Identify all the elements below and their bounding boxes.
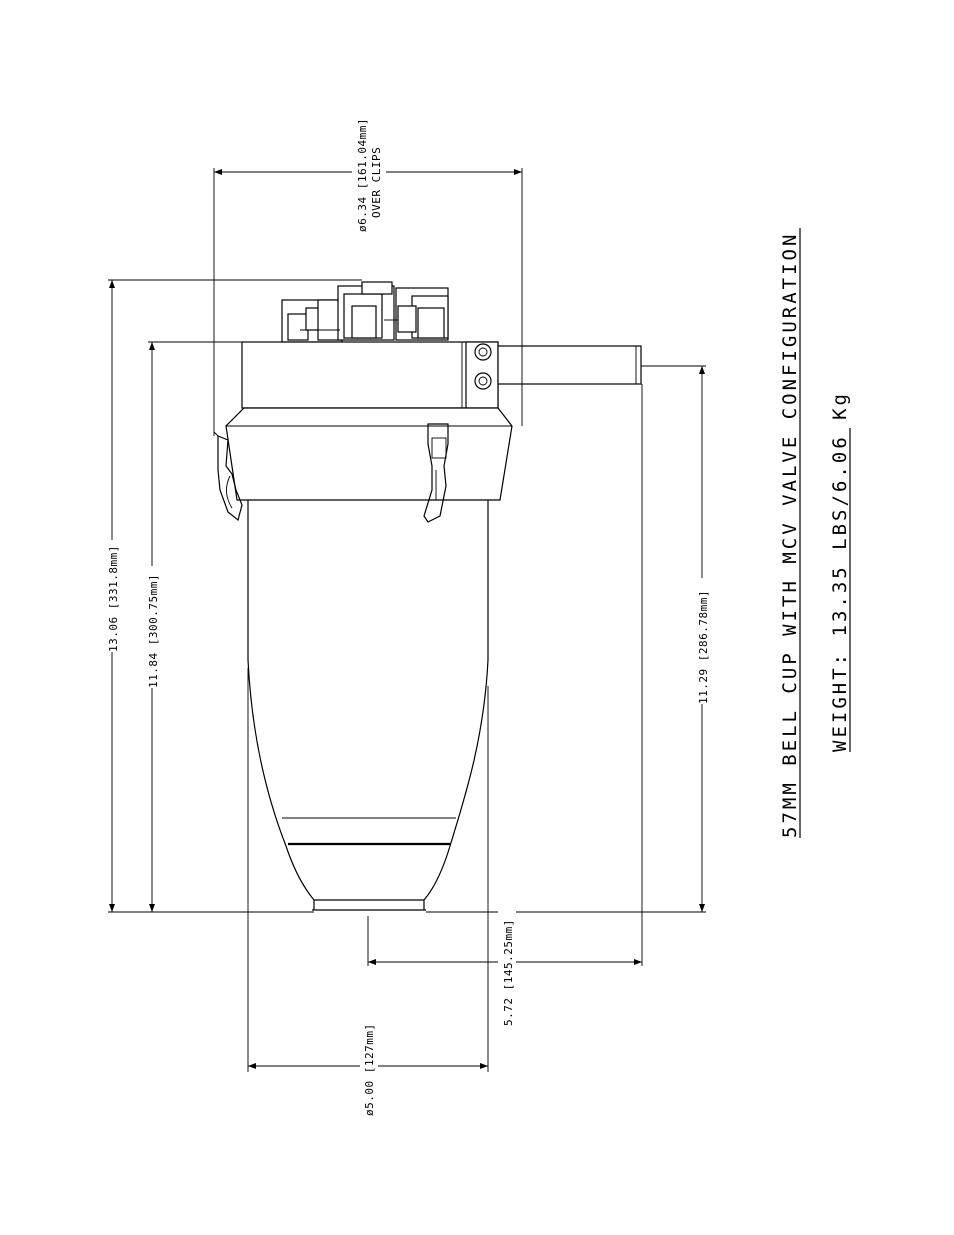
bell-cup-body: [248, 500, 488, 900]
dim-height-right: 11.29 [286.78mm]: [697, 590, 710, 704]
nozzle-tip: [312, 900, 426, 910]
title-block: 57MM BELL CUP WITH MCV VALVE CONFIGURATI…: [779, 228, 851, 838]
dim-offset: 5.72 [145.25mm]: [502, 919, 515, 1026]
dim-over-clips-note: OVER CLIPS: [370, 147, 383, 218]
dim-diameter: ø5.00 [127mm]: [363, 1023, 376, 1116]
dim-height-overall: 13.06 [331.8mm]: [107, 545, 120, 652]
mcv-valve-fittings: [282, 282, 448, 342]
part-outline: [214, 282, 641, 910]
clip-collar: [226, 408, 512, 500]
side-shaft: [498, 346, 641, 384]
manifold-block: [242, 342, 498, 408]
dimension-labels: ø6.34 [161.04mm] OVER CLIPS 13.06 [331.8…: [104, 112, 712, 1120]
drawing-title: 57MM BELL CUP WITH MCV VALVE CONFIGURATI…: [779, 232, 801, 838]
dim-height-body: 11.84 [300.75mm]: [147, 574, 160, 688]
dim-over-clips: ø6.34 [161.04mm]: [356, 118, 369, 232]
weight-label: WEIGHT: 13.35 LBS/6.06 Kg: [829, 391, 851, 752]
